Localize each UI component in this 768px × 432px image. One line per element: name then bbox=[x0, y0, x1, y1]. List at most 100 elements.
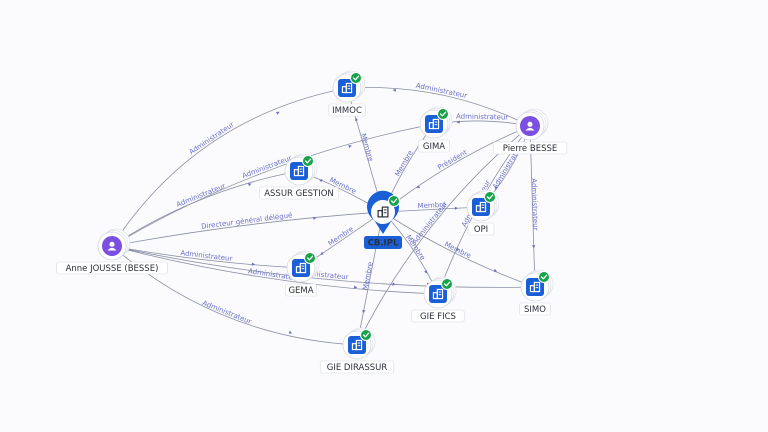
building-icon bbox=[475, 201, 487, 213]
building-icon bbox=[432, 288, 444, 300]
node-label: IMMOC bbox=[332, 106, 362, 116]
edge-arrow-icon bbox=[532, 245, 536, 249]
nodes-layer: CB.IPL IMMOC GIMA ASSUR GESTION OPI GEMA GIE F… bbox=[56, 70, 568, 374]
node-label: CB.IPL bbox=[368, 239, 399, 249]
node-gema[interactable]: GEMA bbox=[285, 250, 320, 297]
node-cbipl[interactable]: CB.IPL bbox=[364, 190, 402, 249]
edge-label: Administrateur bbox=[175, 182, 227, 209]
edge-arrow-icon bbox=[392, 282, 396, 286]
check-badge-icon bbox=[441, 278, 453, 290]
edge-arrow-icon bbox=[456, 120, 460, 124]
node-label: OPI bbox=[474, 225, 488, 235]
edge-anne-cbipl[interactable]: Directeur général délégué bbox=[111, 211, 384, 247]
node-giedirassur[interactable]: GIE DIRASSUR bbox=[319, 327, 395, 374]
node-immoc[interactable]: IMMOC bbox=[328, 70, 366, 117]
node-label-bg bbox=[319, 360, 395, 374]
node-anne[interactable]: Anne JOUSSE (BESSE) bbox=[56, 228, 168, 275]
node-giefics[interactable]: GIE FICS bbox=[411, 276, 465, 323]
check-badge-icon bbox=[437, 108, 449, 120]
node-label: GIE FICS bbox=[420, 312, 456, 322]
edge-label: Membre bbox=[417, 201, 446, 210]
edge-label: Membre bbox=[443, 240, 472, 260]
building-icon bbox=[293, 165, 305, 177]
person-icon bbox=[525, 121, 535, 131]
edge-arrow-icon bbox=[454, 206, 459, 210]
edge-arrow-icon bbox=[251, 262, 256, 266]
node-label: ASSUR GESTION bbox=[264, 189, 334, 199]
edge-label: Administrateur bbox=[415, 82, 468, 100]
check-badge-icon bbox=[360, 329, 372, 341]
edge-arrow-icon bbox=[493, 268, 498, 272]
edge-arrow-icon bbox=[354, 117, 358, 121]
edge-label: Membre bbox=[361, 261, 374, 291]
building-icon bbox=[341, 82, 353, 94]
building-icon bbox=[351, 339, 363, 351]
edge-arrow-icon bbox=[494, 186, 499, 190]
edge-label: Membre bbox=[359, 133, 375, 163]
edge-label: Administrateur bbox=[456, 112, 508, 121]
check-badge-icon bbox=[538, 271, 550, 283]
node-assur[interactable]: ASSUR GESTION bbox=[259, 153, 339, 200]
edge-line bbox=[111, 245, 439, 295]
check-badge-icon bbox=[350, 72, 362, 84]
edge-line bbox=[111, 245, 302, 269]
edge-anne-giedirassur[interactable]: Administrateur bbox=[111, 245, 358, 346]
node-label: GEMA bbox=[288, 286, 313, 296]
building-icon bbox=[529, 281, 541, 293]
building-icon bbox=[377, 206, 389, 218]
edge-arrow-icon bbox=[392, 88, 397, 93]
node-label: GIE DIRASSUR bbox=[327, 363, 388, 373]
edge-line bbox=[111, 245, 358, 346]
edge-label: Administrateur bbox=[188, 121, 236, 157]
edge-cbipl-giedirassur[interactable]: Membre bbox=[356, 211, 384, 346]
edge-arrow-icon bbox=[320, 251, 324, 255]
node-label-bg bbox=[56, 261, 168, 275]
center-label-bg bbox=[364, 236, 402, 249]
center-pin-inner bbox=[371, 200, 395, 224]
edge-arrow-icon bbox=[456, 247, 460, 252]
node-gima[interactable]: GIMA bbox=[418, 106, 453, 153]
edge-arrow-icon bbox=[424, 269, 428, 274]
edge-line bbox=[111, 170, 300, 247]
edge-arrow-icon bbox=[313, 216, 317, 220]
edge-line bbox=[111, 123, 435, 247]
edge-arrow-icon bbox=[247, 183, 252, 187]
check-badge-icon bbox=[388, 195, 400, 207]
node-label-bg bbox=[467, 222, 495, 236]
edge-label: Administrateur bbox=[201, 299, 252, 326]
check-badge-icon bbox=[302, 155, 314, 167]
edge-arrow-icon bbox=[353, 285, 358, 289]
edge-line bbox=[382, 211, 536, 288]
node-opi[interactable]: OPI bbox=[466, 189, 500, 236]
node-label-bg bbox=[285, 283, 317, 297]
check-badge-icon bbox=[484, 191, 496, 203]
edge-label: Membre bbox=[327, 225, 355, 248]
edge-cbipl-simo[interactable]: Membre bbox=[382, 211, 536, 288]
node-simo[interactable]: SIMO bbox=[519, 269, 554, 316]
edge-arrow-icon bbox=[362, 309, 366, 314]
building-icon bbox=[295, 262, 307, 274]
node-label-bg bbox=[418, 139, 450, 153]
node-label: GIMA bbox=[423, 142, 445, 152]
edge-arrow-icon bbox=[319, 179, 323, 183]
node-label-bg bbox=[328, 103, 366, 117]
edge-label: Administrateur bbox=[241, 154, 293, 180]
person-icon bbox=[107, 241, 117, 251]
node-label: Pierre BESSE bbox=[503, 144, 557, 154]
edge-arrow-icon bbox=[288, 330, 293, 334]
edge-arrow-icon bbox=[275, 111, 280, 115]
building-icon bbox=[428, 118, 440, 130]
check-badge-icon bbox=[304, 252, 316, 264]
node-label-bg bbox=[411, 309, 465, 323]
node-pierre[interactable]: Pierre BESSE bbox=[492, 108, 568, 155]
edge-line bbox=[111, 245, 536, 288]
node-label-bg bbox=[259, 186, 339, 200]
edge-line bbox=[111, 87, 348, 247]
edge-arrow-icon bbox=[348, 145, 352, 149]
node-label: Anne JOUSSE (BESSE) bbox=[66, 264, 159, 274]
node-label-bg bbox=[519, 302, 551, 316]
edge-line bbox=[111, 211, 384, 247]
node-label-bg bbox=[492, 141, 568, 155]
